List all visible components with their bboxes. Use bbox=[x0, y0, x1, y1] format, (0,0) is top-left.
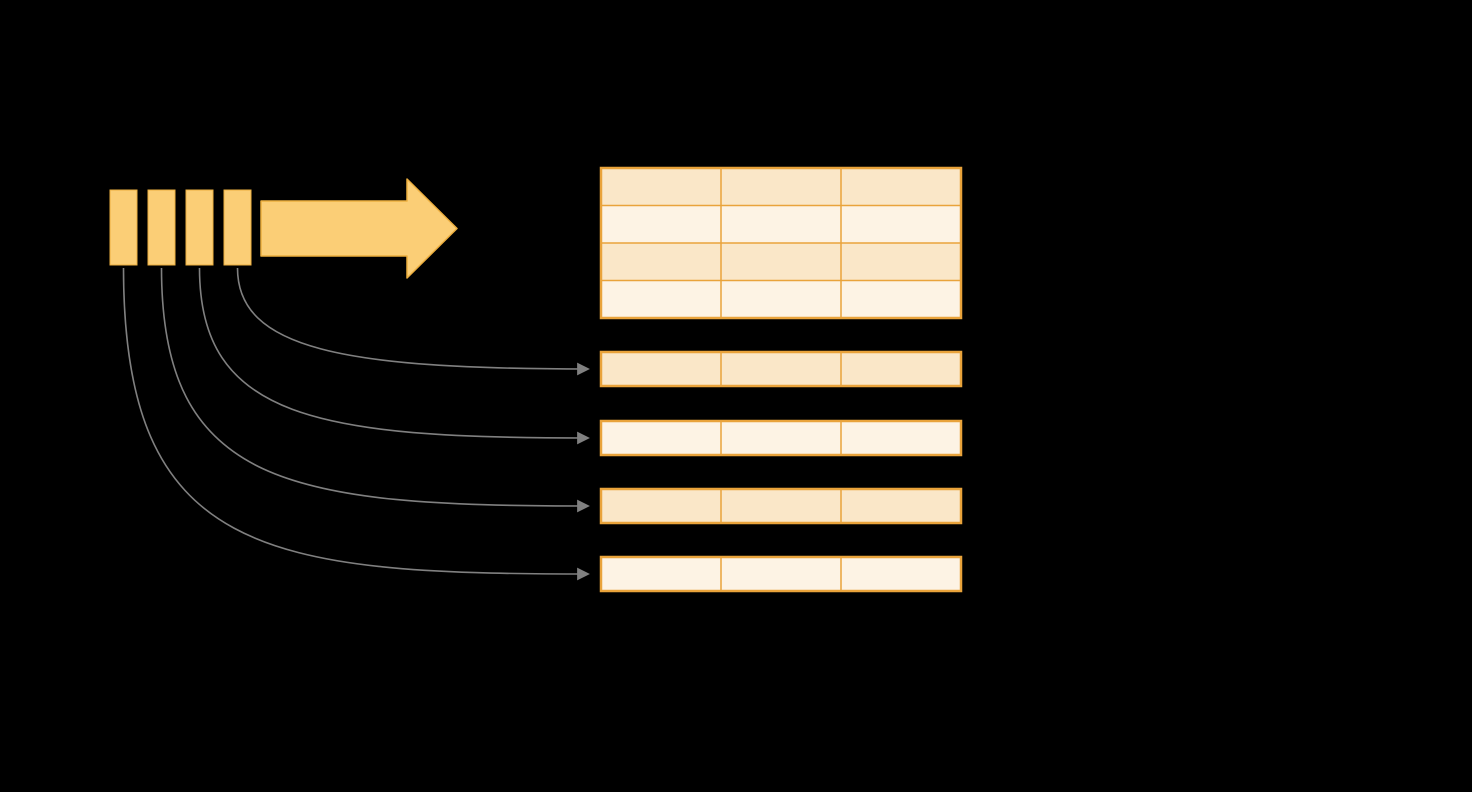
result-table-frame bbox=[599, 166, 963, 320]
connectors bbox=[122, 267, 590, 581]
connector-arrow-4 bbox=[122, 267, 590, 581]
row-table-4-frame bbox=[599, 555, 963, 593]
row-table-3-row bbox=[601, 489, 961, 523]
stream-slice-4 bbox=[223, 189, 252, 266]
connector-arrow-1 bbox=[236, 267, 590, 376]
result-table-row-4 bbox=[601, 280, 961, 318]
connector-arrow-2 bbox=[198, 267, 590, 445]
stream-slice-3 bbox=[185, 189, 214, 266]
stream-slice-1 bbox=[109, 189, 138, 266]
row-table-1-row bbox=[601, 352, 961, 386]
row-table-4-row bbox=[601, 557, 961, 591]
flow-arrow-icon bbox=[260, 178, 458, 279]
result-table-row-1 bbox=[601, 168, 961, 206]
row-table-2-row bbox=[601, 421, 961, 455]
row-table-2-frame bbox=[599, 419, 963, 457]
row-table-1-frame bbox=[599, 350, 963, 388]
row-table-2 bbox=[599, 419, 963, 457]
row-table-1 bbox=[599, 350, 963, 388]
row-table-3-frame bbox=[599, 487, 963, 525]
stream-slices bbox=[109, 189, 252, 266]
stream-slice-2 bbox=[147, 189, 176, 266]
row-table-4 bbox=[599, 555, 963, 593]
row-table-3 bbox=[599, 487, 963, 525]
result-table-row-2 bbox=[601, 205, 961, 243]
connector-arrow-3 bbox=[160, 267, 590, 513]
result-table-row-3 bbox=[601, 243, 961, 281]
result-table bbox=[599, 166, 963, 320]
